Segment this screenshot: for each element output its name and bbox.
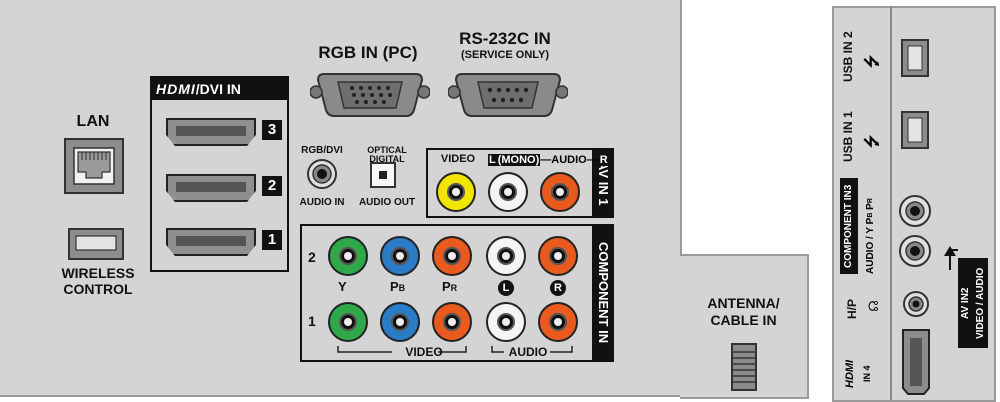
usb2-label: USB IN 2 <box>841 31 855 83</box>
component-audio-group-label: AUDIO <box>508 345 548 359</box>
rgb-in-label: RGB IN (PC) <box>318 43 418 62</box>
component-in-group: COMPONENT IN 2 1 Y PB PR L R VIDEO AUDIO <box>300 224 614 362</box>
usb1-port[interactable] <box>900 110 930 150</box>
headphone-jack[interactable] <box>902 290 930 318</box>
usb2-icon: ⭍ <box>864 54 882 69</box>
antenna-label-line1: ANTENNA/ <box>707 295 780 311</box>
rs232-port[interactable] <box>448 70 568 120</box>
av-in2-bracket <box>944 246 958 270</box>
wireless-label-line1: WIRELESS <box>61 265 135 281</box>
lan-port[interactable] <box>64 138 124 194</box>
rgb-dvi-audio-in-jack[interactable] <box>306 158 338 190</box>
audio-out-label: AUDIO OUT <box>358 197 416 208</box>
av-in1-video-label: VIDEO <box>440 153 476 165</box>
usb1-icon: ⭍ <box>864 134 882 149</box>
component-in3-jack-upper[interactable] <box>898 194 932 228</box>
antenna-panel: ANTENNA/ CABLE IN <box>680 254 809 399</box>
audio-in-label: AUDIO IN <box>299 197 345 208</box>
component-row-2-label: 2 <box>308 249 316 265</box>
hdmi-port-2-number: 2 <box>262 176 282 196</box>
component1-pb-jack[interactable] <box>380 302 420 342</box>
component1-pr-jack[interactable] <box>432 302 472 342</box>
wireless-label-line2: CONTROL <box>63 281 133 297</box>
av-in1-audio-label: L(MONO)—AUDIO—R <box>488 154 610 166</box>
usb1-label: USB IN 1 <box>841 111 855 163</box>
component-right-badge: R <box>550 280 566 296</box>
optical-label: OPTICAL DIGITAL <box>367 145 407 165</box>
wireless-control-port[interactable] <box>68 228 124 260</box>
hdmi-port-2[interactable] <box>166 174 256 202</box>
hdmi-port-3-number: 3 <box>262 120 282 140</box>
component-in3-jack-lower[interactable] <box>898 234 932 268</box>
component-in-title: COMPONENT IN <box>592 224 614 362</box>
av-in1-group: AV IN 1 VIDEO L(MONO)—AUDIO—R <box>426 148 614 218</box>
antenna-label-line2: CABLE IN <box>710 312 777 328</box>
headphone-label: H/P <box>845 299 859 320</box>
hdmi-dvi-group: HDMI/DVI IN 3 2 1 <box>150 76 289 272</box>
rgb-dvi-label: RGB/DVI <box>301 145 343 156</box>
usb2-port[interactable] <box>900 38 930 78</box>
hdmi-port-1-number: 1 <box>262 230 282 250</box>
rs232-label: RS-232C IN <box>459 29 551 48</box>
lan-label: LAN <box>76 113 110 130</box>
hdmi-port-3[interactable] <box>166 118 256 146</box>
component1-audio-right-jack[interactable] <box>538 302 578 342</box>
rgb-in-port[interactable] <box>310 70 430 120</box>
component-in3-title: COMPONENT IN3 <box>840 178 858 274</box>
component-group-brackets <box>337 346 573 353</box>
hdmi4-logo: HDMI <box>844 359 856 388</box>
component2-pr-jack[interactable] <box>432 236 472 276</box>
hdmi-logo: HDMI <box>156 81 196 97</box>
av-in1-video-jack[interactable] <box>436 172 476 212</box>
component-pr-label: PR <box>442 279 458 294</box>
component-row-1-label: 1 <box>308 313 316 329</box>
component2-pb-jack[interactable] <box>380 236 420 276</box>
component2-audio-right-jack[interactable] <box>538 236 578 276</box>
component-pb-label: PB <box>390 279 406 294</box>
hdmi-port-1[interactable] <box>166 228 256 256</box>
component2-audio-left-jack[interactable] <box>486 236 526 276</box>
component-in3-sub: AUDIO / Y PB PR <box>865 198 876 274</box>
component1-y-jack[interactable] <box>328 302 368 342</box>
hdmi-dvi-label: /DVI IN <box>195 81 241 97</box>
component-y-label: Y <box>338 279 347 294</box>
component-left-badge: L <box>498 280 514 296</box>
av-in1-audio-right-jack[interactable] <box>540 172 580 212</box>
component1-audio-left-jack[interactable] <box>486 302 526 342</box>
component2-y-jack[interactable] <box>328 236 368 276</box>
hdmi4-port[interactable] <box>900 328 932 396</box>
side-panel: USB IN 2 ⭍ USB IN 1 ⭍ COMPONENT IN3 AUDI… <box>832 6 996 402</box>
optical-audio-out-port[interactable] <box>370 162 396 188</box>
antenna-coax-port[interactable] <box>724 342 764 394</box>
component-video-group-label: VIDEO <box>405 345 443 359</box>
headphone-icon: ☊ <box>865 300 881 312</box>
hdmi4-label: IN 4 <box>862 365 872 382</box>
rs232-sub-label: (SERVICE ONLY) <box>460 49 550 61</box>
main-rear-panel: RGB IN (PC) RS-232C IN (SERVICE ONLY) HD… <box>0 0 682 397</box>
hdmi-dvi-header: HDMI/DVI IN <box>152 78 287 100</box>
av-in1-audio-left-jack[interactable] <box>488 172 528 212</box>
side-panel-divider <box>890 6 892 400</box>
